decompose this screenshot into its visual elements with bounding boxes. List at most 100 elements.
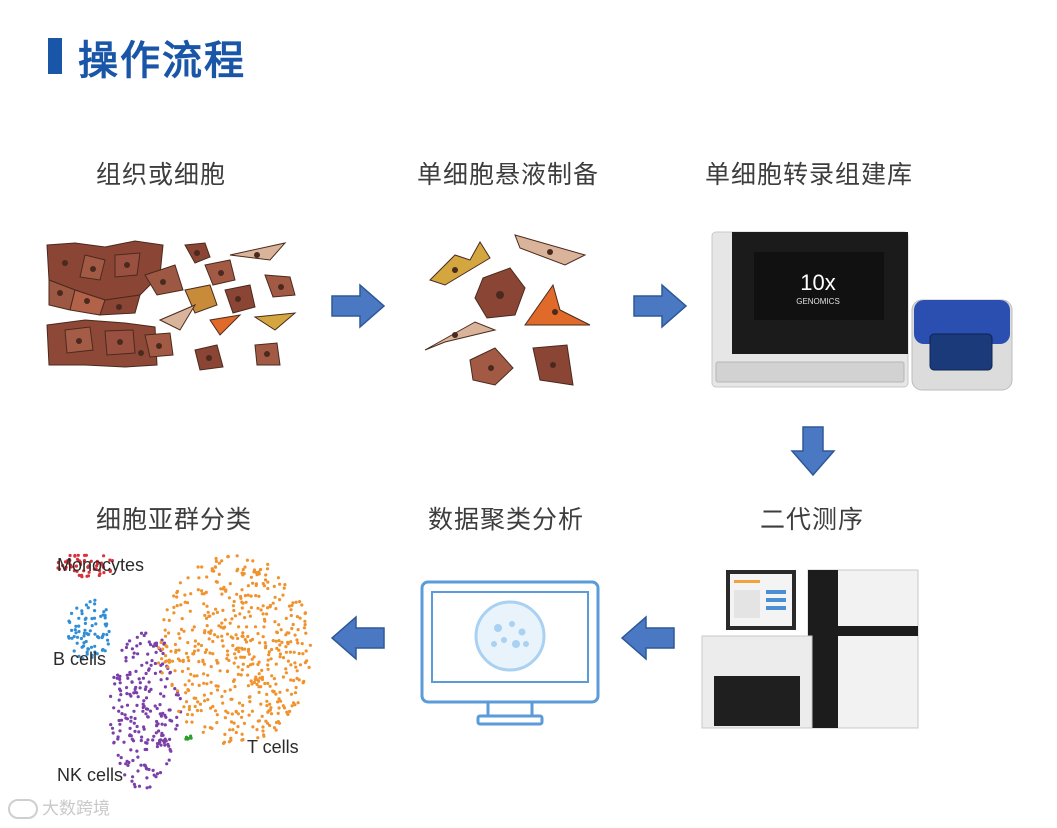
tsne-dot <box>93 602 96 605</box>
tsne-dot <box>154 775 157 778</box>
tsne-dot <box>226 669 229 672</box>
tsne-dot <box>301 642 304 645</box>
tsne-dot <box>272 602 275 605</box>
tsne-dot <box>274 596 277 599</box>
sequencer-image <box>700 568 922 731</box>
tsne-dot <box>135 750 138 753</box>
tsne-dot <box>84 617 87 620</box>
tsne-dot <box>241 572 244 575</box>
tsne-dot <box>250 595 253 598</box>
tsne-dot <box>129 727 132 730</box>
tsne-dot <box>67 635 70 638</box>
tsne-dot <box>149 710 152 713</box>
tsne-dot <box>220 635 223 638</box>
tsne-dot <box>270 657 273 660</box>
tsne-dot <box>233 685 236 688</box>
tsne-dot <box>164 654 167 657</box>
tsne-dot <box>124 656 127 659</box>
tsne-dot <box>279 655 282 658</box>
tsne-dot <box>246 665 249 668</box>
tsne-dot <box>157 646 160 649</box>
tsne-dot <box>221 609 224 612</box>
tsne-dot <box>226 555 229 558</box>
tsne-dot <box>272 639 275 642</box>
tsne-dot <box>216 688 219 691</box>
tsne-dot <box>243 722 246 725</box>
tsne-dot <box>297 628 300 631</box>
tsne-dot <box>125 692 128 695</box>
step-label-suspension: 单细胞悬液制备 <box>417 155 599 191</box>
tsne-dot <box>155 731 158 734</box>
watermark-logo-icon <box>8 799 38 819</box>
step-label-subtypes: 细胞亚群分类 <box>96 500 252 536</box>
tsne-dot <box>241 704 244 707</box>
tsne-dot <box>189 610 192 613</box>
tsne-dot <box>174 727 177 730</box>
tsne-dot <box>134 785 137 788</box>
tsne-dot <box>269 709 272 712</box>
tsne-dot <box>74 625 77 628</box>
tsne-dot <box>136 652 139 655</box>
tsne-dot <box>270 648 273 651</box>
tsne-dot <box>232 609 235 612</box>
tsne-dot <box>188 705 191 708</box>
tsne-dot <box>197 649 200 652</box>
tsne-dot <box>218 573 221 576</box>
tsne-dot <box>185 720 188 723</box>
tsne-dot <box>290 614 293 617</box>
tsne-dot <box>258 661 261 664</box>
tsne-dot <box>155 651 158 654</box>
tsne-dot <box>133 730 136 733</box>
tsne-dot <box>160 641 163 644</box>
cluster-label-b-cells: B cells <box>53 649 106 669</box>
tsne-dot <box>282 675 285 678</box>
tsne-dot <box>275 647 278 650</box>
tsne-dot <box>304 632 307 635</box>
tsne-dot <box>159 664 162 667</box>
tsne-dot <box>247 684 250 687</box>
tsne-dot <box>277 623 280 626</box>
tsne-dot <box>202 602 205 605</box>
tsne-dot <box>220 622 223 625</box>
tsne-dot <box>281 594 284 597</box>
tsne-dot <box>175 591 178 594</box>
tsne-dot <box>175 595 178 598</box>
tsne-dot <box>189 673 192 676</box>
tsne-dot <box>171 683 174 686</box>
tsne-dot <box>146 738 149 741</box>
tsne-dot <box>262 612 265 615</box>
tsne-dot <box>247 648 250 651</box>
tsne-dot <box>291 704 294 707</box>
tsne-dot <box>148 690 151 693</box>
tsne-dot <box>194 705 197 708</box>
tsne-dot <box>264 720 267 723</box>
tsne-dot <box>139 681 142 684</box>
tsne-dot <box>167 631 170 634</box>
tsne-dot <box>197 660 200 663</box>
tsne-dot <box>194 639 197 642</box>
page-title: 操作流程 <box>78 28 246 86</box>
tsne-dot <box>215 684 218 687</box>
tsne-dot <box>117 710 120 713</box>
tsne-dot <box>166 677 169 680</box>
tsne-dot <box>150 659 153 662</box>
tsne-dot <box>187 689 190 692</box>
tsne-dot <box>216 635 219 638</box>
tsne-dot <box>208 651 211 654</box>
tsne-dot <box>160 657 163 660</box>
tsne-dot <box>184 691 187 694</box>
tsne-dot <box>135 704 138 707</box>
tsne-dot <box>109 695 112 698</box>
tsne-dot <box>106 639 109 642</box>
tsne-dot <box>118 699 121 702</box>
tsne-dot <box>270 712 273 715</box>
tsne-dot <box>120 705 123 708</box>
tsne-dot <box>237 650 240 653</box>
tsne-dot <box>278 706 281 709</box>
tsne-dot <box>111 727 114 730</box>
tsne-dot <box>119 681 122 684</box>
tsne-dot <box>166 665 169 668</box>
tsne-dot <box>146 786 149 789</box>
tsne-dot <box>289 608 292 611</box>
tsne-dot <box>202 672 205 675</box>
